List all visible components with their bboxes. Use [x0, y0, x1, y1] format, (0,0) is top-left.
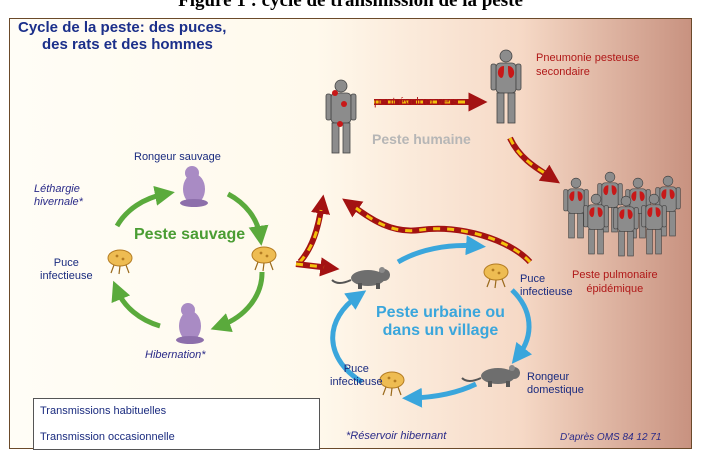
urban-center-line-1: Peste urbaine ou	[376, 304, 505, 322]
evolve-label: peut évoluer vers	[374, 96, 458, 108]
wild-rodent-icon	[180, 166, 208, 207]
wild-flea-line-1: Puce	[40, 257, 93, 270]
heading-line-2: des rats et des hommes	[18, 36, 226, 53]
flea-icon-urban-left	[380, 372, 404, 396]
hibernating-rodent-icon	[176, 303, 204, 344]
epidemic-line-2: épidémique	[572, 282, 658, 296]
urban-flea-right-line-2: infectieuse	[520, 286, 573, 299]
urban-flea-left-label: Puce infectieuse	[330, 363, 383, 389]
hibernation-label: Hibernation*	[145, 349, 206, 361]
legend-box: Transmissions habituelles Transmission o…	[33, 398, 320, 450]
secondary-pneumonia-figure	[491, 50, 521, 123]
domestic-line-1: Rongeur	[527, 371, 584, 384]
epidemic-plague-label: Peste pulmonaire épidémique	[572, 268, 658, 296]
wild-flea-line-2: infectieuse	[40, 270, 93, 283]
reservoir-note: *Réservoir hibernant	[346, 430, 446, 442]
urban-flea-left-line-1: Puce	[330, 363, 383, 376]
urban-flea-left-line-2: infectieuse	[330, 376, 383, 389]
human-patient-figure	[326, 80, 356, 153]
urban-flea-right-line-1: Puce	[520, 273, 573, 286]
wild-rodent-label: Rongeur sauvage	[134, 151, 221, 163]
source-note: D'après OMS 84 12 71	[560, 432, 661, 443]
urban-plague-label: Peste urbaine ou dans un village	[376, 304, 505, 340]
flea-icon-urban-right	[484, 264, 508, 288]
lethargy-label: Léthargie hivernale*	[34, 183, 83, 209]
secondary-pneumonia-label: Pneumonie pesteuse secondaire	[536, 51, 639, 79]
legend-usual-label: Transmissions habituelles	[40, 405, 166, 417]
lethargy-line-1: Léthargie	[34, 183, 83, 196]
wild-flea-label: Puce infectieuse	[40, 257, 93, 283]
urban-center-line-2: dans un village	[376, 322, 505, 340]
human-plague-label: Peste humaine	[372, 131, 471, 147]
wild-plague-label: Peste sauvage	[134, 226, 245, 244]
epidemic-crowd-figures	[564, 172, 681, 256]
flea-icon-wild-right	[252, 247, 276, 271]
flea-icon-wild-left	[108, 250, 132, 274]
urban-flea-right-label: Puce infectieuse	[520, 273, 573, 299]
lethargy-line-2: hivernale*	[34, 196, 83, 209]
heading-line-1: Cycle de la peste: des puces,	[18, 19, 226, 36]
domestic-line-2: domestique	[527, 384, 584, 397]
secondary-line-1: Pneumonie pesteuse	[536, 51, 639, 65]
domestic-rodent-label: Rongeur domestique	[527, 371, 584, 397]
epidemic-line-1: Peste pulmonaire	[572, 268, 658, 282]
legend-occasional-label: Transmission occasionnelle	[40, 431, 175, 443]
diagram-heading: Cycle de la peste: des puces, des rats e…	[18, 19, 226, 53]
secondary-line-2: secondaire	[536, 65, 639, 79]
urban-rat-icon	[332, 267, 390, 289]
